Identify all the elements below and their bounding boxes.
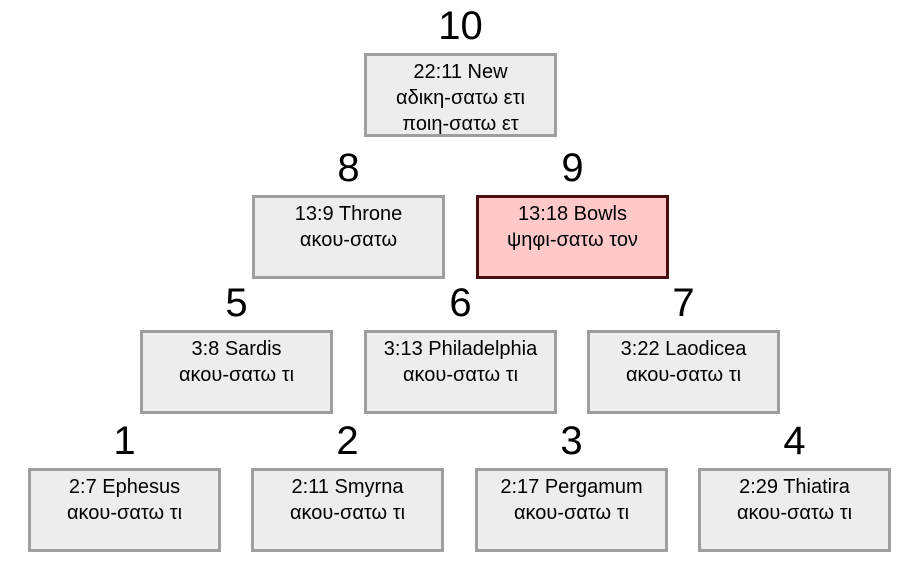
node-number: 2 [336,419,359,463]
node-greek-line: ακου-σατω τι [178,364,295,386]
node-number: 8 [337,146,360,190]
node-pergamum: 3 2:17 Pergamum ακου-σατω τι [475,418,668,552]
node-ref-title: 2:17 Pergamum [500,476,643,498]
node-greek-line: ακου-σατω τι [513,502,630,524]
node-ref-title: 13:18 Bowls [518,203,627,225]
node-number: 1 [113,419,136,463]
node-number: 10 [438,4,483,48]
node-new: 10 22:11 New αδικη-σατω ετι ποιη-σατω ετ [364,3,557,137]
node-ref-title: 22:11 New [413,61,508,83]
node-box[interactable]: 3:8 Sardis ακου-σατω τι [140,330,333,414]
node-box[interactable]: 2:29 Thiatira ακου-σατω τι [698,468,891,552]
node-box[interactable]: 2:17 Pergamum ακου-σατω τι [475,468,668,552]
node-number: 9 [561,146,584,190]
node-greek-line: ακου-σατω τι [66,502,183,524]
node-greek-line: ακου-σατω τι [402,364,519,386]
node-throne: 8 13:9 Throne ακου-σατω [252,145,445,279]
node-greek-line: αδικη-σατω ετι [396,87,525,109]
node-greek-line: ακου-σατω τι [289,502,406,524]
node-ref-title: 2:11 Smyrna [291,476,404,498]
node-box[interactable]: 2:7 Ephesus ακου-σατω τι [28,468,221,552]
node-greek-line: ακου-σατω τι [625,364,742,386]
node-box[interactable]: 2:11 Smyrna ακου-σατω τι [251,468,444,552]
node-box[interactable]: 3:22 Laodicea ακου-σατω τι [587,330,780,414]
node-box[interactable]: 22:11 New αδικη-σατω ετι ποιη-σατω ετ [364,53,557,137]
node-smyrna: 2 2:11 Smyrna ακου-σατω τι [251,418,444,552]
node-ref-title: 2:29 Thiatira [739,476,850,498]
node-ref-title: 3:8 Sardis [191,338,282,360]
node-philadelphia: 6 3:13 Philadelphia ακου-σατω τι [364,280,557,414]
node-laodicea: 7 3:22 Laodicea ακου-σατω τι [587,280,780,414]
node-box[interactable]: 13:9 Throne ακου-σατω [252,195,445,279]
node-ref-title: 3:13 Philadelphia [383,338,538,360]
node-greek-line: ακου-σατω [299,229,398,251]
node-number: 5 [225,281,248,325]
node-number: 7 [672,281,695,325]
node-ref-title: 13:9 Throne [294,203,403,225]
node-sardis: 5 3:8 Sardis ακου-σατω τι [140,280,333,414]
node-ref-title: 3:22 Laodicea [620,338,747,360]
node-ref-title: 2:7 Ephesus [68,476,181,498]
node-box[interactable]: 3:13 Philadelphia ακου-σατω τι [364,330,557,414]
node-number: 6 [449,281,472,325]
node-ephesus: 1 2:7 Ephesus ακου-σατω τι [28,418,221,552]
node-box-highlighted[interactable]: 13:18 Bowls ψηφι-σατω τον [476,195,669,279]
node-greek-line: ψηφι-σατω τον [507,229,638,251]
node-number: 3 [560,419,583,463]
node-number: 4 [783,419,806,463]
node-thiatira: 4 2:29 Thiatira ακου-σατω τι [698,418,891,552]
node-bowls: 9 13:18 Bowls ψηφι-σατω τον [476,145,669,279]
node-greek-line: ακου-σατω τι [736,502,853,524]
node-greek-line: ποιη-σατω ετ [402,113,519,135]
